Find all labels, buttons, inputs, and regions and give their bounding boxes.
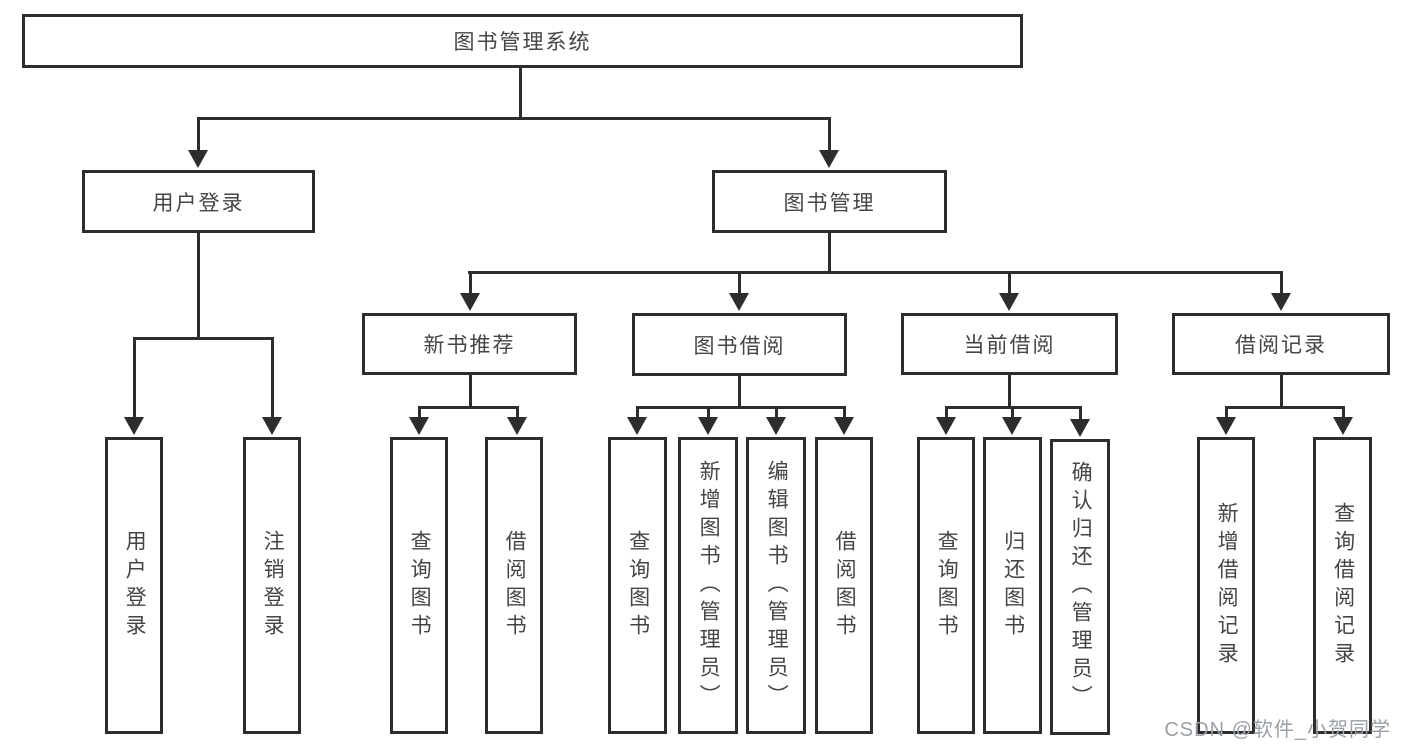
arrow-down-icon [819,150,839,168]
connector-records-stem [1280,375,1283,409]
connector-shaft [707,406,710,422]
node-label: 注销登录 [261,529,285,642]
arrow-down-icon [936,417,956,435]
node-label: 确认归还（管理员） [1069,461,1093,713]
node-new-book-recommend: 新书推荐 [362,313,577,375]
node-label: 用户登录 [123,529,147,642]
connector-newbook-hbar [418,406,519,409]
node-root-book-management-system: 图书管理系统 [22,14,1023,68]
connector-mgmt-stem [828,233,831,274]
connector-shaft [945,406,948,422]
leaf-add-borrow-record: 新增借阅记录 [1197,437,1255,734]
arrow-down-icon [766,417,786,435]
connector-current-stem [1008,375,1011,409]
connector-root-trunk [519,68,522,120]
csdn-watermark: CSDN @软件_小贺同学 [1164,719,1391,741]
node-label: 图书借阅 [693,334,786,358]
arrow-down-icon [124,417,144,435]
node-current-borrowing: 当前借阅 [901,313,1118,375]
arrow-down-icon [409,417,429,435]
connector-shaft [418,406,421,422]
arrow-down-icon [262,417,282,435]
node-label: 查询图书 [626,529,650,642]
arrow-down-icon [627,417,647,435]
leaf-borrow-books-under-newbook: 借阅图书 [485,437,543,734]
leaf-query-books-under-current: 查询图书 [917,437,975,734]
leaf-query-books-under-borrowing: 查询图书 [608,437,667,734]
connector-records-hbar [1225,406,1345,409]
node-label: 借阅记录 [1235,334,1327,357]
node-label: 图书管理系统 [453,31,592,54]
connector-login-hbar [133,337,274,340]
connector-shaft [738,271,741,297]
connector-borrow-hbar [636,406,846,409]
node-label: 用户登录 [152,191,245,215]
connector-root-hbar [197,117,831,120]
connector-shaft [197,117,200,155]
node-borrowing-records: 借阅记录 [1172,313,1390,375]
connector-shaft [1011,406,1014,422]
node-label: 当前借阅 [963,334,1056,357]
node-label: 新书推荐 [423,334,516,357]
arrow-down-icon [460,293,480,311]
connector-shaft [1280,271,1283,297]
leaf-query-borrow-record: 查询借阅记录 [1313,437,1372,734]
connector-borrow-stem [738,376,741,409]
connector-shaft [516,406,519,422]
node-label: 查询图书 [408,529,432,642]
connector-mgmt-hbar [468,271,1283,274]
connector-shaft [133,337,136,421]
node-label: 图书管理 [783,191,876,215]
arrow-down-icon [507,417,527,435]
node-label: 新增图书（管理员） [697,459,721,712]
connector-shaft [1225,406,1228,422]
node-book-borrowing: 图书借阅 [632,313,847,376]
arrow-down-icon [1216,417,1236,435]
node-user-login: 用户登录 [82,170,315,233]
arrow-down-icon [1271,293,1291,311]
leaf-borrow-books-under-borrowing: 借阅图书 [815,437,873,734]
leaf-confirm-return-admin: 确认归还（管理员） [1050,439,1110,735]
connector-shaft [828,117,831,155]
connector-shaft [469,271,472,297]
leaf-logout: 注销登录 [243,437,301,734]
leaf-return-book: 归还图书 [983,437,1042,734]
node-label: 新增借阅记录 [1215,501,1239,670]
connector-shaft [271,337,274,421]
node-label: 借阅图书 [833,529,857,642]
arrow-down-icon [834,417,854,435]
connector-shaft [1079,406,1082,422]
leaf-edit-book-admin: 编辑图书（管理员） [746,437,806,734]
node-book-management: 图书管理 [712,170,947,233]
connector-shaft [1008,271,1011,297]
leaf-add-book-admin: 新增图书（管理员） [678,437,738,734]
arrow-down-icon [729,293,749,311]
arrow-down-icon [698,417,718,435]
node-label: 查询借阅记录 [1331,501,1355,670]
connector-shaft [1342,406,1345,422]
arrow-down-icon [188,150,208,168]
leaf-query-books-under-newbook: 查询图书 [390,437,448,734]
arrow-down-icon [1070,419,1090,437]
node-label: 归还图书 [1001,529,1025,642]
connector-login-stem [197,233,200,339]
node-label: 借阅图书 [503,529,527,642]
connector-shaft [843,406,846,422]
arrow-down-icon [999,293,1019,311]
connector-newbook-stem [469,375,472,409]
arrow-down-icon [1002,417,1022,435]
connector-shaft [775,406,778,422]
connector-shaft [636,406,639,422]
node-label: 编辑图书（管理员） [765,459,789,712]
arrow-down-icon [1333,417,1353,435]
leaf-user-login: 用户登录 [105,437,163,734]
node-label: 查询图书 [935,529,959,642]
